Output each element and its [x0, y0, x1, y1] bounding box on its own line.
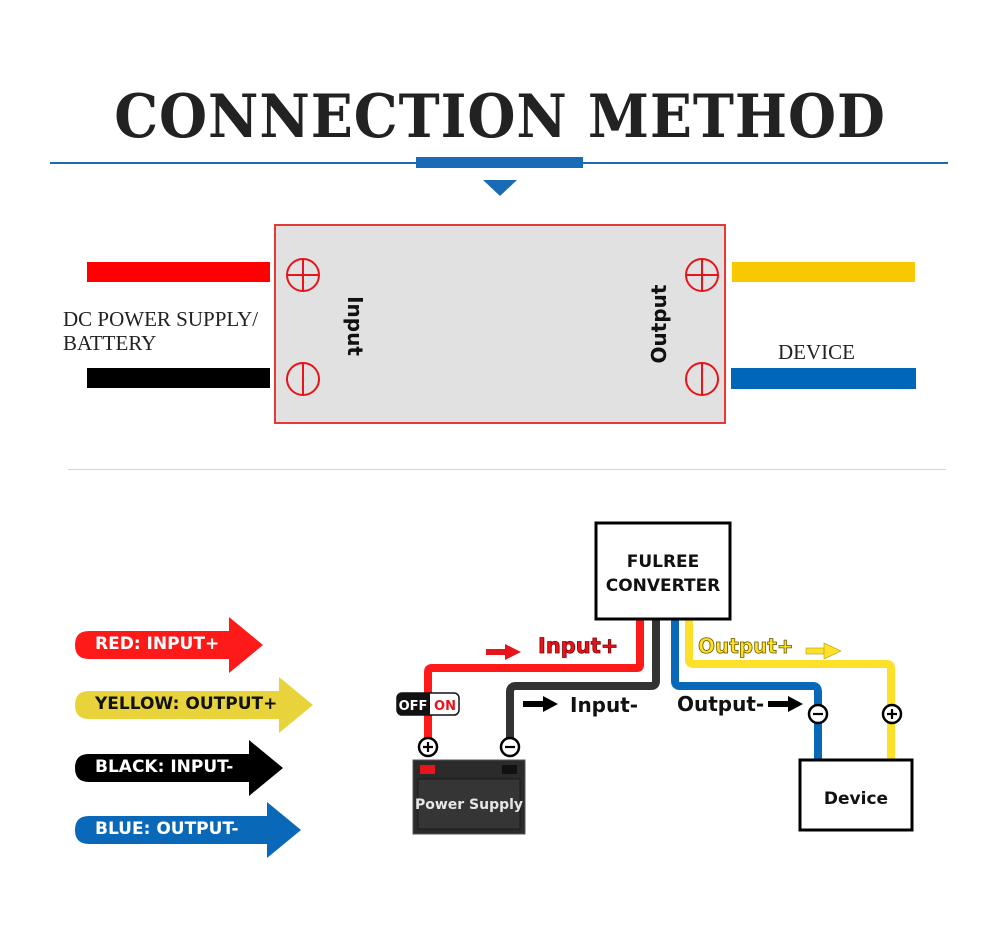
plus-circle-icon	[286, 258, 320, 292]
module-input-label: Input	[343, 296, 367, 356]
module-terminals	[286, 258, 719, 396]
power-switch[interactable]: OFF ON	[396, 692, 460, 716]
converter-label-line1: FULREE	[627, 552, 700, 572]
legend-label: BLUE: OUTPUT-	[95, 819, 239, 839]
switch-off-label: OFF	[399, 699, 428, 714]
right-arrow-icon	[768, 696, 803, 712]
output-minus-label: Output-	[677, 692, 764, 716]
module-output-label: Output	[647, 284, 671, 364]
output-plus-label: Output+	[698, 634, 794, 658]
minus-circle-icon	[685, 362, 719, 396]
wire-output-negative	[731, 368, 916, 389]
legend-arrow-icon	[75, 740, 283, 796]
legend-item: RED: INPUT+	[75, 617, 263, 673]
legend-label: BLACK: INPUT-	[95, 757, 234, 777]
legend-arrow-icon	[75, 617, 263, 673]
power-supply-battery: Power Supply	[412, 759, 526, 835]
right-arrow-icon	[523, 696, 558, 712]
input-minus-label: Input-	[570, 693, 638, 717]
wire-input-negative	[506, 620, 660, 742]
power-supply-label: Power Supply	[415, 797, 523, 813]
power-supply-label-line1: DC POWER SUPPLY/	[63, 307, 259, 331]
right-arrow-icon	[486, 644, 521, 660]
plus-circle-icon	[685, 258, 719, 292]
device-label: DEVICE	[778, 340, 855, 364]
plus-circle-icon	[417, 736, 439, 758]
wiring-diagram: FULREE CONVERTER Input+ Input- Output+ O…	[396, 521, 914, 835]
minus-circle-icon	[499, 736, 521, 758]
legend-item: YELLOW: OUTPUT+	[75, 677, 313, 733]
minus-circle-icon	[286, 362, 320, 396]
section-divider	[68, 469, 946, 470]
input-plus-label: Input+	[538, 634, 618, 658]
legend-label: RED: INPUT+	[95, 634, 220, 654]
power-supply-label-line2: BATTERY	[63, 331, 157, 355]
down-arrow-icon	[483, 180, 517, 196]
wire-input-positive	[87, 262, 270, 282]
legend-arrow-icon	[75, 677, 313, 733]
device-box	[798, 758, 914, 832]
legend-arrow-icon	[75, 802, 301, 858]
wire-input-negative	[87, 368, 270, 388]
wire-input-positive	[424, 620, 644, 742]
legend-item: BLACK: INPUT-	[75, 740, 283, 796]
converter-module: Input Output	[274, 224, 726, 424]
device-box-label: Device	[824, 789, 888, 809]
power-supply-label: DC POWER SUPPLY/ BATTERY	[63, 307, 258, 355]
title-underline-accent	[416, 157, 583, 168]
right-arrow-icon	[805, 642, 842, 660]
wire-output-negative	[671, 620, 822, 760]
switch-on-label: ON	[434, 699, 456, 714]
legend-item: BLUE: OUTPUT-	[75, 802, 301, 858]
plus-circle-icon	[881, 703, 903, 725]
converter-label-line2: CONVERTER	[606, 576, 721, 596]
wire-output-positive	[685, 620, 895, 760]
wire-output-positive	[732, 262, 915, 282]
legend-label: YELLOW: OUTPUT+	[95, 694, 278, 714]
converter-box	[594, 521, 732, 621]
minus-circle-icon	[807, 703, 829, 725]
page-title: CONNECTION METHOD	[114, 82, 886, 152]
